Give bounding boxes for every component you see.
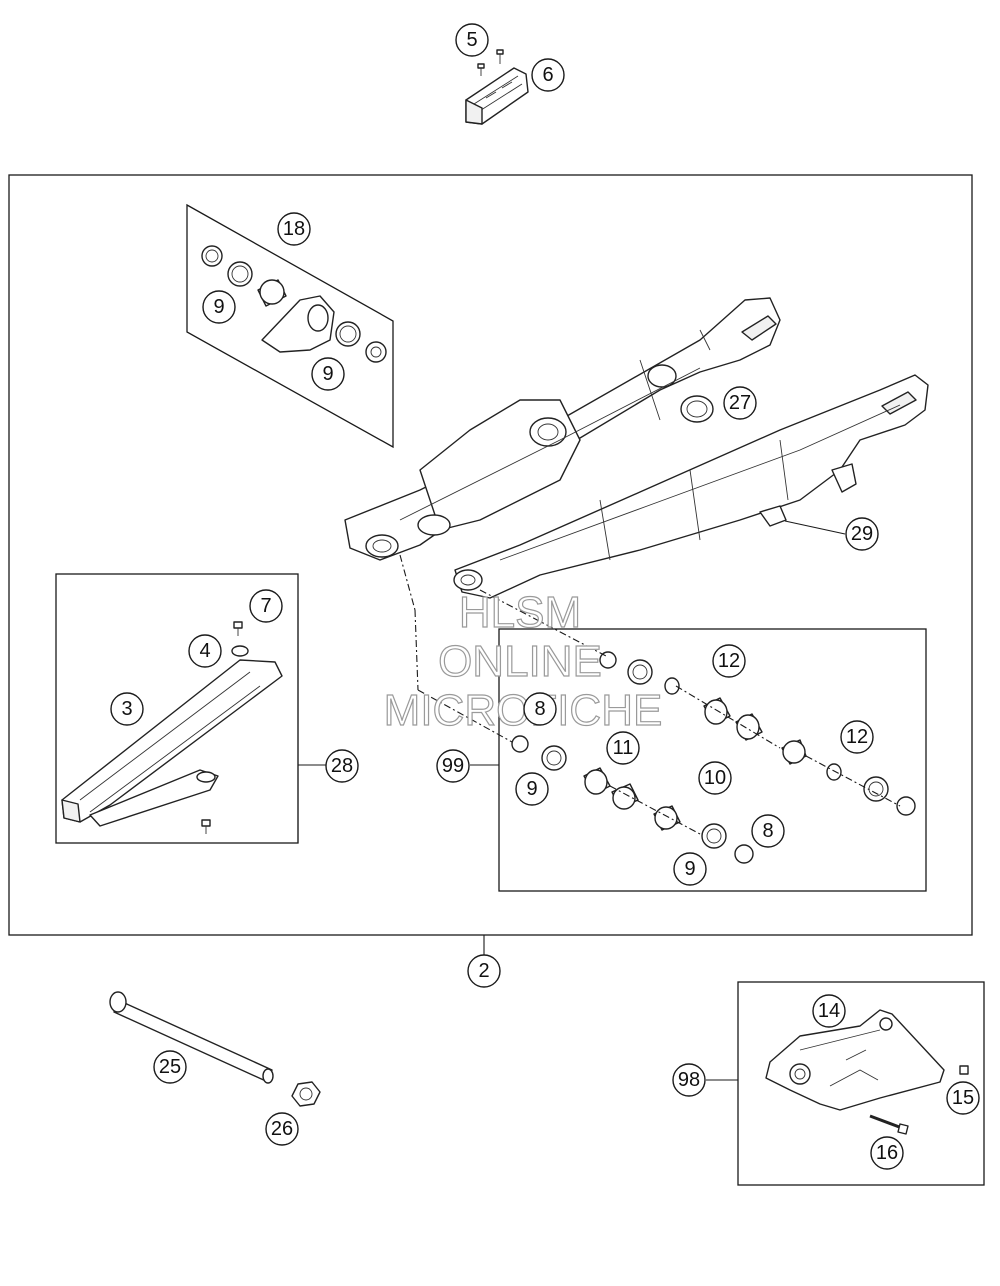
watermark-line-1: HLSM bbox=[459, 588, 581, 637]
callout-27[interactable]: 27 bbox=[723, 386, 757, 420]
callout-15[interactable]: 15 bbox=[946, 1081, 980, 1115]
chain-guide-98-box bbox=[737, 981, 985, 1186]
callout-3-label: 3 bbox=[121, 698, 132, 720]
callout-9-kit99-bottom-label: 9 bbox=[684, 858, 695, 880]
callout-12-upper[interactable]: 12 bbox=[712, 644, 746, 678]
bearing-kit-18-box bbox=[186, 203, 394, 449]
callout-9-kit18-lower[interactable]: 9 bbox=[311, 357, 345, 391]
pivot-axle-25-part bbox=[109, 991, 274, 1084]
callout-98[interactable]: 98 bbox=[672, 1063, 706, 1097]
callout-16[interactable]: 16 bbox=[870, 1136, 904, 1170]
callout-12-lower-label: 12 bbox=[846, 726, 868, 748]
watermark-line-2: ONLINE bbox=[438, 637, 602, 686]
bearing-kit-18-parts bbox=[201, 245, 387, 363]
callout-25[interactable]: 25 bbox=[153, 1050, 187, 1084]
callout-8-upper[interactable]: 8 bbox=[523, 692, 557, 726]
plug-27-part bbox=[680, 395, 714, 423]
callout-6[interactable]: 6 bbox=[531, 58, 565, 92]
chain-guide-14-part bbox=[765, 1009, 945, 1111]
callout-10[interactable]: 10 bbox=[698, 761, 732, 795]
callout-29[interactable]: 29 bbox=[845, 517, 879, 551]
callout-8-upper-label: 8 bbox=[534, 698, 545, 720]
screw-7-part bbox=[233, 621, 243, 636]
screw-5-part bbox=[477, 49, 504, 76]
callout-6-label: 6 bbox=[542, 64, 553, 86]
callout-98-label: 98 bbox=[678, 1069, 700, 1091]
callout-99[interactable]: 99 bbox=[436, 749, 470, 783]
callout-26-label: 26 bbox=[271, 1118, 293, 1140]
callout-9-kit99-left-label: 9 bbox=[526, 778, 537, 800]
callout-11-label: 11 bbox=[613, 737, 634, 759]
callout-9-kit99-left[interactable]: 9 bbox=[515, 772, 549, 806]
callout-11[interactable]: 11 bbox=[606, 731, 640, 765]
callout-4[interactable]: 4 bbox=[188, 634, 222, 668]
slider-bolt-part bbox=[196, 771, 216, 834]
callout-12-lower[interactable]: 12 bbox=[840, 720, 874, 754]
bolt-16-part bbox=[869, 1114, 909, 1135]
callout-28-label: 28 bbox=[331, 755, 353, 777]
callout-7-label: 7 bbox=[260, 595, 271, 617]
callout-3[interactable]: 3 bbox=[110, 692, 144, 726]
chain-slider-3-part bbox=[61, 659, 283, 827]
callout-7[interactable]: 7 bbox=[249, 589, 283, 623]
callout-16-label: 16 bbox=[876, 1142, 898, 1164]
callout-8-lower-label: 8 bbox=[762, 820, 773, 842]
watermark: HLSM ONLINE MICROFICHE bbox=[383, 587, 663, 735]
callout-9-kit99-bottom[interactable]: 9 bbox=[673, 852, 707, 886]
callout-5-label: 5 bbox=[466, 29, 477, 51]
nut-26-part bbox=[291, 1081, 321, 1107]
washer-4-part bbox=[231, 645, 249, 657]
callout-29-label: 29 bbox=[851, 523, 873, 545]
callout-27-label: 27 bbox=[729, 392, 751, 414]
callout-25-label: 25 bbox=[159, 1056, 181, 1078]
bearing-kit-99-box bbox=[498, 628, 927, 892]
callout-9-kit18-upper-label: 9 bbox=[213, 296, 224, 318]
swingarm-part bbox=[344, 297, 929, 599]
watermark-line-3: MICROFICHE bbox=[384, 686, 663, 735]
callout-15-label: 15 bbox=[952, 1087, 974, 1109]
callout-18[interactable]: 18 bbox=[277, 212, 311, 246]
callout-2[interactable]: 2 bbox=[467, 954, 501, 988]
callout-14-label: 14 bbox=[818, 1000, 840, 1022]
callout-2-label: 2 bbox=[478, 960, 489, 982]
callout-4-label: 4 bbox=[199, 640, 210, 662]
leader-lines bbox=[293, 234, 901, 1081]
callout-9-kit18-upper[interactable]: 9 bbox=[202, 290, 236, 324]
chain-slider-block-part bbox=[465, 67, 529, 125]
callout-26[interactable]: 26 bbox=[265, 1112, 299, 1146]
callout-8-lower[interactable]: 8 bbox=[751, 814, 785, 848]
callout-9-kit18-lower-label: 9 bbox=[322, 363, 333, 385]
callout-14[interactable]: 14 bbox=[812, 994, 846, 1028]
callout-99-label: 99 bbox=[442, 755, 464, 777]
callout-5[interactable]: 5 bbox=[455, 23, 489, 57]
screw-15-part bbox=[959, 1065, 969, 1075]
callout-10-label: 10 bbox=[704, 767, 726, 789]
main-assembly-box bbox=[8, 174, 973, 936]
callout-12-upper-label: 12 bbox=[718, 650, 740, 672]
callout-28[interactable]: 28 bbox=[325, 749, 359, 783]
callout-18-label: 18 bbox=[283, 218, 305, 240]
